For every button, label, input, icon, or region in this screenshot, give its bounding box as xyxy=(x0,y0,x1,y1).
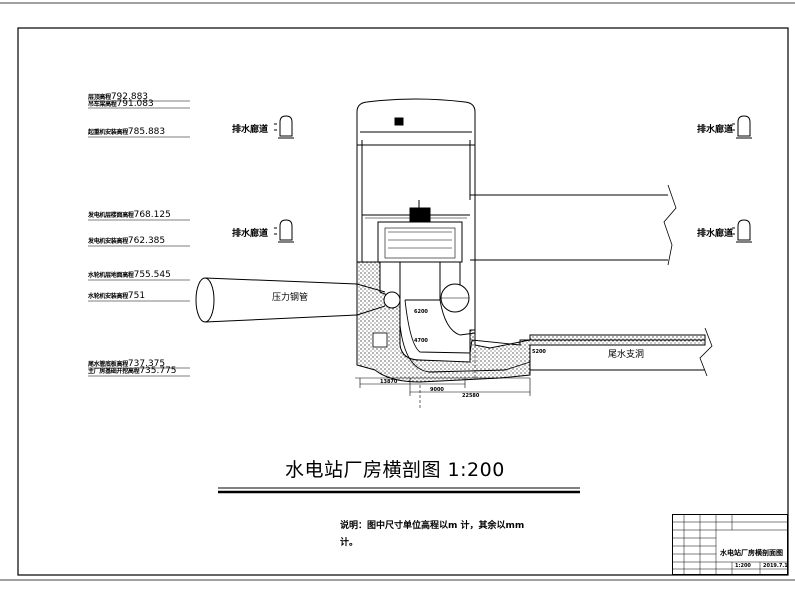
elevation-lines xyxy=(88,100,190,377)
elevation-value: 785.883 xyxy=(127,127,166,137)
elevation-value: 762.385 xyxy=(127,236,166,246)
elevation-label: 吊车梁高程 xyxy=(88,101,117,108)
concrete-substructure xyxy=(356,261,706,383)
elevation-generator-floor: 发电机层楼面高程768.125 xyxy=(88,210,171,221)
note-line1: 图中尺寸单位高程以m 计，其余以mm xyxy=(367,521,525,531)
dimension-lines xyxy=(355,345,531,410)
penstock-label: 压力钢管 xyxy=(272,293,309,303)
drawing-title: 水电站厂房横剖图 1:200 xyxy=(285,459,505,481)
dimension-text: 6200 xyxy=(414,309,428,315)
note-line2: 计。 xyxy=(340,538,359,548)
elevation-value: 768.125 xyxy=(133,210,171,220)
sheet-border xyxy=(17,27,789,576)
elevation-value: 735.775 xyxy=(139,366,177,376)
elevation-label: 发电机层楼面高程 xyxy=(88,212,134,219)
elevation-label: 发电机安装高程 xyxy=(88,238,128,245)
elevation-label: 层顶高程 xyxy=(88,94,111,101)
dimension-text: 4700 xyxy=(414,338,428,344)
elevation-label: 水轮机层地面高程 xyxy=(88,272,134,279)
elevation-draft-tube-floor: 尾水管底板高程737.375 xyxy=(88,359,165,370)
tailrace-tunnel xyxy=(530,327,713,377)
elevation-crane-install: 起重机安装高程785.883 xyxy=(88,127,165,138)
drain-gallery-label: 排水廊道 xyxy=(697,229,734,239)
elevation-generator-install: 发电机安装高程762.385 xyxy=(88,236,165,247)
elevation-label: 尾水管底板高程 xyxy=(88,361,128,368)
drain-gallery-label: 排水廊道 xyxy=(232,125,269,135)
drain-gallery-icons xyxy=(274,115,752,243)
drawing-note: 说明：图中尺寸单位高程以m 计，其余以mm 计。 xyxy=(340,518,540,552)
elevation-turbine-install: 水轮机安装高程751 xyxy=(88,291,145,302)
title-underline xyxy=(218,487,580,494)
tailrace-label: 尾水支洞 xyxy=(608,350,645,360)
drain-gallery-label: 排水廊道 xyxy=(232,229,269,239)
penstock-pipe xyxy=(195,277,386,323)
title-block-grid xyxy=(672,514,788,575)
elevation-crane-beam: 吊车梁高程791.083 xyxy=(88,99,154,110)
title-block-date: 2019.7.1 xyxy=(763,563,788,569)
dimension-text: 9000 xyxy=(430,387,444,393)
title-block-scale: 1:200 xyxy=(735,563,751,569)
elevation-label: 起重机安装高程 xyxy=(88,129,128,136)
elevation-value: 751 xyxy=(127,291,146,301)
drain-gallery-label: 排水廊道 xyxy=(697,125,734,135)
note-prefix: 说明： xyxy=(340,521,368,531)
elevation-turbine-floor: 水轮机层地面高程755.545 xyxy=(88,270,171,281)
elevation-value: 737.375 xyxy=(127,359,166,369)
dimension-text: 13870 xyxy=(380,379,398,385)
elevation-value: 792.883 xyxy=(110,92,149,102)
elevation-label: 水轮机安装高程 xyxy=(88,293,128,300)
elevation-foundation: 主厂房基础开挖高程735.775 xyxy=(88,366,177,377)
dimension-text: 22580 xyxy=(462,393,480,399)
dimension-text: 5200 xyxy=(532,349,546,355)
elevation-roof: 层顶高程792.883 xyxy=(88,92,148,103)
powerhouse-structure xyxy=(356,98,677,365)
elevation-label: 主厂房基础开挖高程 xyxy=(88,368,140,375)
elevation-value: 755.545 xyxy=(133,270,171,280)
title-block-drawing-name: 水电站厂房横剖面图 xyxy=(720,549,783,557)
elevation-value: 791.083 xyxy=(116,99,154,109)
